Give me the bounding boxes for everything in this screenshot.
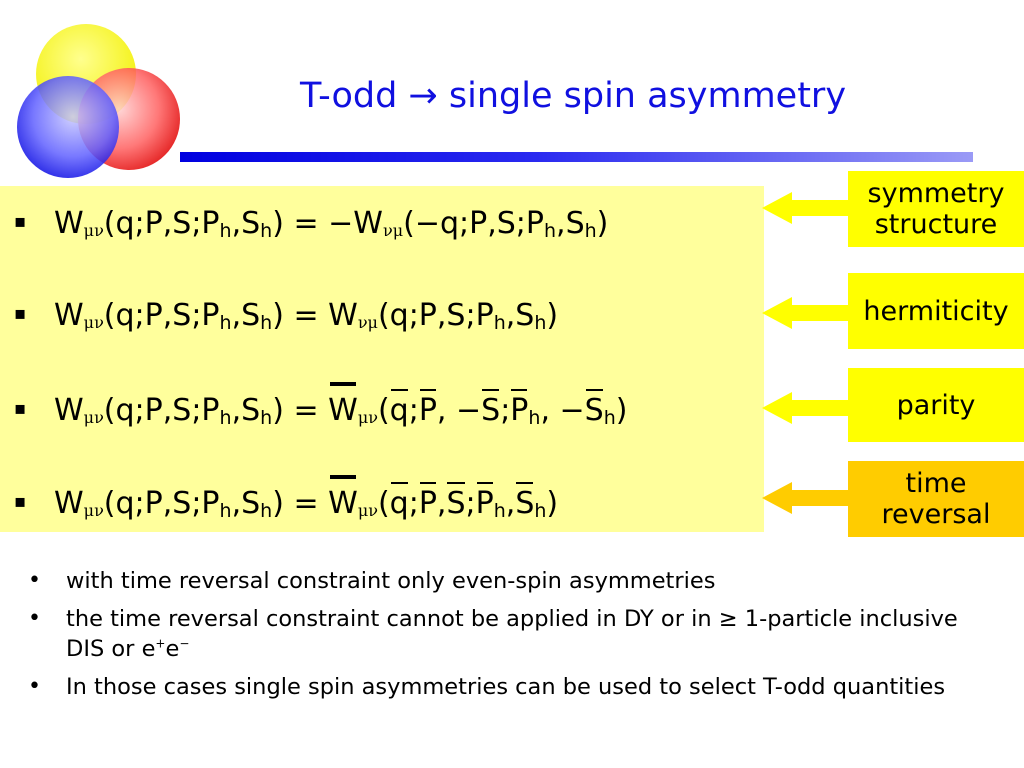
equation-parity: ▪Wμν(q;P,S;Ph,Sh) = Wμν(q;P, −S;Ph, −Sh) [14, 382, 627, 432]
bullet-marker: ▪ [14, 210, 27, 232]
bullet-marker: ▪ [14, 397, 27, 419]
note-item: •the time reversal constraint cannot be … [28, 606, 958, 662]
equation-symmetry: ▪Wμν(q;P,S;Ph,Sh) = −Wνμ(−q;P,S;Ph,Sh) [14, 204, 608, 245]
bullet-marker: ▪ [14, 302, 27, 324]
arrow-left-icon [762, 192, 850, 224]
overlapping-circles-logo [17, 24, 180, 178]
note-item: •In those cases single spin asymmetries … [28, 674, 946, 700]
arrow-left-icon [762, 392, 850, 424]
slide-title: T-odd → single spin asymmetry [300, 76, 847, 116]
notes-list: •with time reversal constraint only even… [28, 566, 998, 710]
tag-hermiticity: hermiticity [848, 273, 1024, 349]
equations-panel: ▪Wμν(q;P,S;Ph,Sh) = −Wνμ(−q;P,S;Ph,Sh) ▪… [0, 186, 764, 532]
equation-hermiticity: ▪Wμν(q;P,S;Ph,Sh) = Wνμ(q;P,S;Ph,Sh) [14, 296, 558, 337]
tag-parity: parity [848, 368, 1024, 442]
title-underline-bar [180, 152, 973, 162]
arrow-left-icon [762, 482, 850, 514]
bullet-marker: ▪ [14, 490, 27, 512]
arrow-left-icon [762, 297, 850, 329]
note-item: •with time reversal constraint only even… [28, 568, 716, 594]
equation-time-reversal: ▪Wμν(q;P,S;Ph,Sh) = Wμν(q;P,S;Ph,Sh) [14, 475, 558, 525]
